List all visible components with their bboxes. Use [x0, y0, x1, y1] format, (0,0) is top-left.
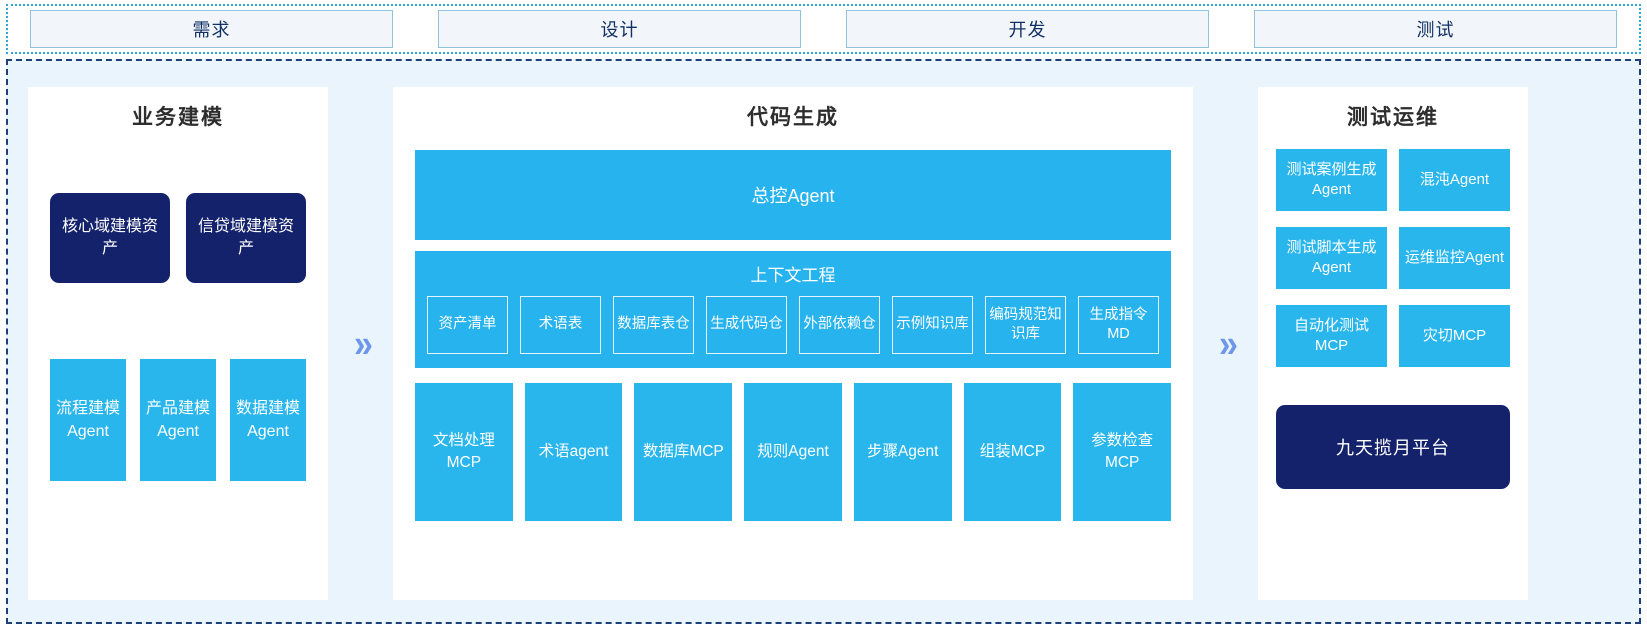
- card-chaos-agent[interactable]: 混沌Agent: [1399, 149, 1510, 211]
- stage-bar: 需求 设计 开发 测试: [6, 4, 1641, 54]
- context-engineering-title: 上下文工程: [750, 266, 836, 285]
- controller-agent-bar[interactable]: 总控Agent: [415, 150, 1171, 240]
- context-tag-list: 资产清单 术语表 数据库表仓 生成代码仓 外部依赖仓 示例知识库 编码规范知识库…: [427, 296, 1159, 354]
- double-chevron-right-icon: »: [1219, 321, 1238, 366]
- panel-title-code-generation: 代码生成: [747, 106, 839, 129]
- context-tag-external-dep-repo[interactable]: 外部依赖仓: [799, 296, 880, 354]
- platform-card-jiutian-lanyue[interactable]: 九天揽月平台: [1276, 405, 1510, 489]
- tool-card-parameter-check-mcp[interactable]: 参数检查MCP: [1073, 383, 1172, 521]
- test-ops-row: 自动化测试MCP 灾切MCP: [1276, 305, 1510, 367]
- agent-card-data-modeling[interactable]: 数据建模Agent: [230, 359, 306, 481]
- stage-box-development[interactable]: 开发: [846, 10, 1209, 48]
- panel-code-generation: 代码生成 总控Agent 上下文工程 资产清单 术语表 数据库表仓 生成代码仓 …: [393, 87, 1193, 600]
- stage-label: 设计: [600, 20, 639, 40]
- stage-label: 需求: [192, 20, 231, 40]
- stage-label: 测试: [1416, 20, 1455, 40]
- context-tag-db-table-repo[interactable]: 数据库表仓: [613, 296, 694, 354]
- flow-arrow-left: »: [328, 87, 393, 600]
- tool-card-database-mcp[interactable]: 数据库MCP: [634, 383, 733, 521]
- context-tag-example-kb[interactable]: 示例知识库: [892, 296, 973, 354]
- modeling-asset-row: 核心域建模资产 信贷域建模资产: [50, 193, 306, 283]
- business-modeling-body: 核心域建模资产 信贷域建模资产 流程建模Agent 产品建模Agent 数据建模…: [28, 137, 328, 481]
- tool-card-step-agent[interactable]: 步骤Agent: [853, 383, 952, 521]
- panel-business-modeling: 业务建模 核心域建模资产 信贷域建模资产 流程建模Agent 产品建模Agent…: [28, 87, 328, 600]
- tool-card-rule-agent[interactable]: 规则Agent: [744, 383, 842, 521]
- modeling-agent-row: 流程建模Agent 产品建模Agent 数据建模Agent: [50, 359, 306, 481]
- context-tag-asset-inventory[interactable]: 资产清单: [427, 296, 508, 354]
- card-test-case-generation-agent[interactable]: 测试案例生成Agent: [1276, 149, 1387, 211]
- test-ops-row: 测试案例生成Agent 混沌Agent: [1276, 149, 1510, 211]
- context-engineering-box: 上下文工程 资产清单 术语表 数据库表仓 生成代码仓 外部依赖仓 示例知识库 编…: [415, 251, 1171, 368]
- panel-title-business-modeling: 业务建模: [132, 106, 224, 129]
- double-chevron-right-icon: »: [354, 321, 373, 366]
- context-tag-coding-standard-kb[interactable]: 编码规范知识库: [985, 296, 1066, 354]
- agent-card-process-modeling[interactable]: 流程建模Agent: [50, 359, 126, 481]
- test-ops-body: 测试案例生成Agent 混沌Agent 测试脚本生成Agent 运维监控Agen…: [1258, 149, 1528, 489]
- tool-card-document-processing-mcp[interactable]: 文档处理MCP: [415, 383, 513, 521]
- panel-test-ops: 测试运维 测试案例生成Agent 混沌Agent 测试脚本生成Agent 运维监…: [1258, 87, 1528, 600]
- controller-agent-label: 总控Agent: [751, 186, 835, 206]
- tool-card-row: 文档处理MCP 术语agent 数据库MCP 规则Agent 步骤Agent 组…: [415, 383, 1172, 521]
- flow-arrow-right: »: [1193, 87, 1258, 600]
- context-tag-generation-instruction-md[interactable]: 生成指令MD: [1078, 296, 1159, 354]
- card-disaster-switch-mcp[interactable]: 灾切MCP: [1399, 305, 1510, 367]
- tool-card-assembly-mcp[interactable]: 组装MCP: [963, 383, 1062, 521]
- context-tag-glossary[interactable]: 术语表: [520, 296, 601, 354]
- card-ops-monitoring-agent[interactable]: 运维监控Agent: [1399, 227, 1510, 289]
- context-tag-generated-code-repo[interactable]: 生成代码仓: [706, 296, 787, 354]
- card-test-script-generation-agent[interactable]: 测试脚本生成Agent: [1276, 227, 1387, 289]
- card-automated-test-mcp[interactable]: 自动化测试MCP: [1276, 305, 1387, 367]
- agent-card-product-modeling[interactable]: 产品建模Agent: [140, 359, 216, 481]
- stage-box-testing[interactable]: 测试: [1254, 10, 1617, 48]
- stage-box-requirement[interactable]: 需求: [30, 10, 393, 48]
- panel-title-test-ops: 测试运维: [1347, 106, 1439, 129]
- asset-card-core-domain[interactable]: 核心域建模资产: [50, 193, 170, 283]
- tool-card-glossary-agent[interactable]: 术语agent: [524, 383, 623, 521]
- code-generation-body: 总控Agent 上下文工程 资产清单 术语表 数据库表仓 生成代码仓 外部依赖仓…: [393, 150, 1193, 521]
- stage-label: 开发: [1008, 20, 1047, 40]
- diagram-container: 业务建模 核心域建模资产 信贷域建模资产 流程建模Agent 产品建模Agent…: [6, 59, 1641, 624]
- stage-box-design[interactable]: 设计: [438, 10, 801, 48]
- asset-card-credit-domain[interactable]: 信贷域建模资产: [186, 193, 306, 283]
- test-ops-row: 测试脚本生成Agent 运维监控Agent: [1276, 227, 1510, 289]
